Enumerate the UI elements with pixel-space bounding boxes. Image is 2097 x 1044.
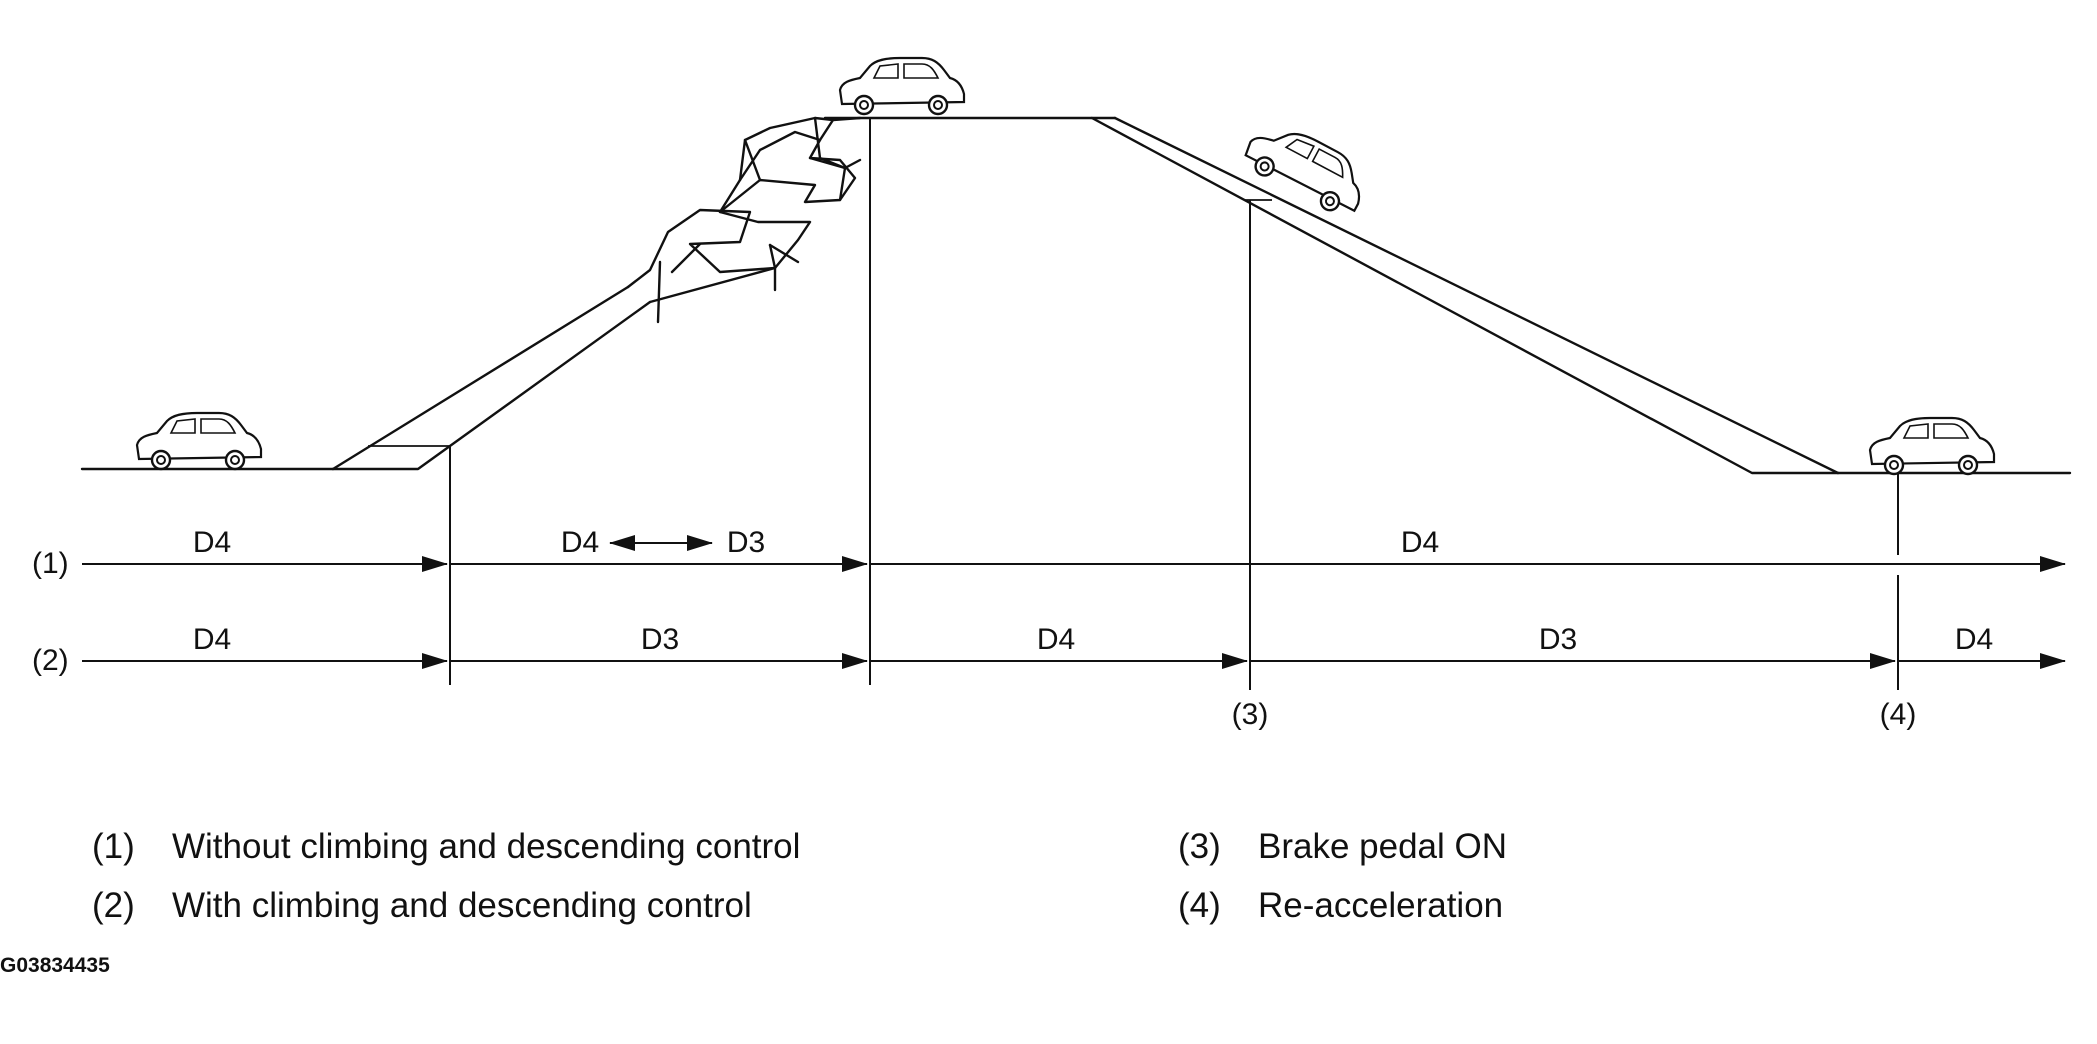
row-2-segment-2: D3 — [641, 623, 679, 656]
car-summit — [838, 56, 966, 116]
climb-road-front-edge — [331, 285, 630, 471]
legend: (1) Without climbing and descending cont… — [92, 827, 1507, 925]
legend-1-number: (1) — [92, 827, 135, 866]
row-2-segment-4: D3 — [1539, 623, 1577, 656]
mountain-road-upper — [738, 116, 862, 182]
mountain-cliffs — [656, 242, 800, 324]
car-flat-right — [1868, 416, 1996, 476]
legend-4-text: Re-acceleration — [1258, 886, 1503, 925]
mountain-cliff-right — [813, 116, 862, 170]
car-descending — [1238, 112, 1377, 223]
legend-3-text: Brake pedal ON — [1258, 827, 1507, 866]
figure-code: G03834435 — [0, 954, 110, 977]
row-2-segment-1: D4 — [193, 623, 231, 656]
legend-4-number: (4) — [1178, 886, 1221, 925]
mountain-ridges — [718, 118, 847, 214]
row-1-segment-3: D3 — [727, 526, 765, 559]
row-2-label: (2) — [32, 644, 69, 677]
row-2-with-control: (2) D4 D3 D4 D3 D4 — [32, 623, 2066, 677]
row-1-without-control: (1) D4 D4 D3 D4 — [32, 526, 2066, 580]
descent-road-lower-edge — [1090, 116, 1840, 475]
legend-2-number: (2) — [92, 886, 135, 925]
marker-3-label: (3) — [1232, 698, 1269, 731]
row-1-label: (1) — [32, 547, 69, 580]
mountain-road-middle — [648, 130, 857, 304]
descent-road-upper-edge — [1113, 116, 1840, 475]
mountain-road-lower — [626, 208, 777, 289]
legend-1-text: Without climbing and descending control — [172, 827, 800, 866]
row-1-segment-4: D4 — [1401, 526, 1439, 559]
reference-lines — [449, 118, 1899, 690]
row-2-segment-3: D4 — [1037, 623, 1075, 656]
climb-road-rear-edge — [331, 300, 652, 471]
row-1-segment-2: D4 — [561, 526, 599, 559]
car-flat-left — [135, 411, 263, 471]
row-2-segment-5: D4 — [1955, 623, 1993, 656]
legend-3-number: (3) — [1178, 827, 1221, 866]
legend-2-text: With climbing and descending control — [172, 886, 752, 925]
row-1-segment-1: D4 — [193, 526, 231, 559]
marker-4-label: (4) — [1880, 698, 1917, 731]
terrain — [80, 116, 2072, 475]
